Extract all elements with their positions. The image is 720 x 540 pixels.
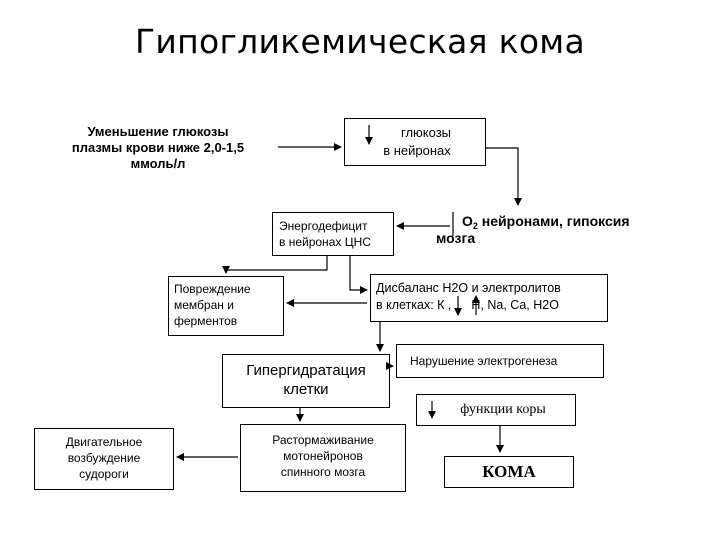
node-glucose-decrease-line2: плазмы крови ниже 2,0-1,5 <box>71 140 245 155</box>
node-imbalance-line2-b: Н, Na, Ca, H2O <box>471 298 559 312</box>
node-disinhibition-line1: Растормаживание <box>272 433 374 447</box>
node-membrane-damage-line2: мембран и <box>174 298 234 312</box>
node-imbalance-line1: Дисбаланс Н2О и электролитов <box>376 281 561 295</box>
node-hypoxia-line1-rest: нейронами, гипоксия <box>477 213 630 229</box>
page-title: Гипогликемическая кома <box>134 22 586 61</box>
node-energy-deficit-line1: Энергодефицит <box>279 219 368 233</box>
node-electrogenesis-line1: Нарушение электрогенеза <box>410 354 558 368</box>
node-cortex <box>416 394 576 426</box>
node-imbalance-line2-a: в клетках: К , <box>376 298 452 312</box>
node-neuron-glucose-text: глюкозы в нейронах <box>358 124 476 160</box>
node-glucose-decrease-line1: Уменьшение глюкозы <box>87 124 229 139</box>
node-energy-deficit <box>272 212 394 256</box>
node-hypoxia-line1: O2 нейронами, гипоксия <box>436 213 630 231</box>
node-hypoxia-line2: мозга <box>436 230 476 246</box>
node-disinhibition-line2: мотонейронов <box>283 449 363 463</box>
node-membrane-damage-text: Повреждение мембран и ферментов <box>174 281 251 329</box>
node-motor-line1: Двигательное <box>65 435 143 449</box>
node-membrane-damage-line3: ферментов <box>174 314 238 328</box>
node-coma <box>444 456 574 488</box>
node-imbalance-text: Дисбаланс Н2О и электролитов в клетках: … <box>376 280 561 314</box>
node-motor <box>34 428 174 490</box>
node-neuron-glucose-line2: в нейронах <box>383 143 451 158</box>
node-hyperhydration-line1: Гипергидратация <box>246 362 366 379</box>
node-imbalance-line2: в клетках: К , Н, Na, Ca, H2O <box>376 297 561 314</box>
node-disinhibition-text: Растормаживание мотонейронов спинного мо… <box>240 432 406 480</box>
node-coma-line1: КОМА <box>482 462 536 481</box>
node-imbalance <box>370 274 608 322</box>
node-hypoxia: O2 нейронами, гипоксия мозга <box>436 213 630 247</box>
node-motor-text: Двигательное возбуждение судороги <box>34 434 174 482</box>
node-electrogenesis <box>396 344 604 378</box>
node-cortex-text: функции коры <box>416 402 576 418</box>
node-glucose-decrease: Уменьшение глюкозы плазмы крови ниже 2,0… <box>40 124 276 172</box>
node-energy-deficit-text: Энергодефицит в нейронах ЦНС <box>279 218 371 250</box>
node-glucose-decrease-line3: ммоль/л <box>130 156 186 171</box>
node-electrogenesis-text: Нарушение электрогенеза <box>410 353 557 369</box>
arrow-deficit-to-membrane <box>222 256 328 274</box>
node-membrane-damage <box>168 276 284 336</box>
node-motor-line2: возбуждение <box>67 451 141 465</box>
oxygen-subscript: 2 <box>472 221 478 231</box>
oxygen-symbol: O <box>462 213 473 229</box>
node-disinhibition <box>240 424 406 492</box>
node-hyperhydration-line2: клетки <box>283 381 329 398</box>
node-neuron-glucose-line1: глюкозы <box>400 125 451 140</box>
node-motor-line3: судороги <box>79 467 129 481</box>
arrow-deficit-to-imbalance <box>349 256 368 294</box>
node-disinhibition-line3: спинного мозга <box>280 465 366 479</box>
node-hyperhydration-text: Гипергидратация клетки <box>222 361 390 399</box>
node-hyperhydration <box>222 354 390 408</box>
arrow-neurons-down <box>486 147 522 206</box>
node-energy-deficit-line2: в нейронах ЦНС <box>279 235 371 249</box>
node-membrane-damage-line1: Повреждение <box>174 282 251 296</box>
node-coma-text: КОМА <box>444 462 574 482</box>
node-cortex-line1: функции коры <box>460 402 546 417</box>
